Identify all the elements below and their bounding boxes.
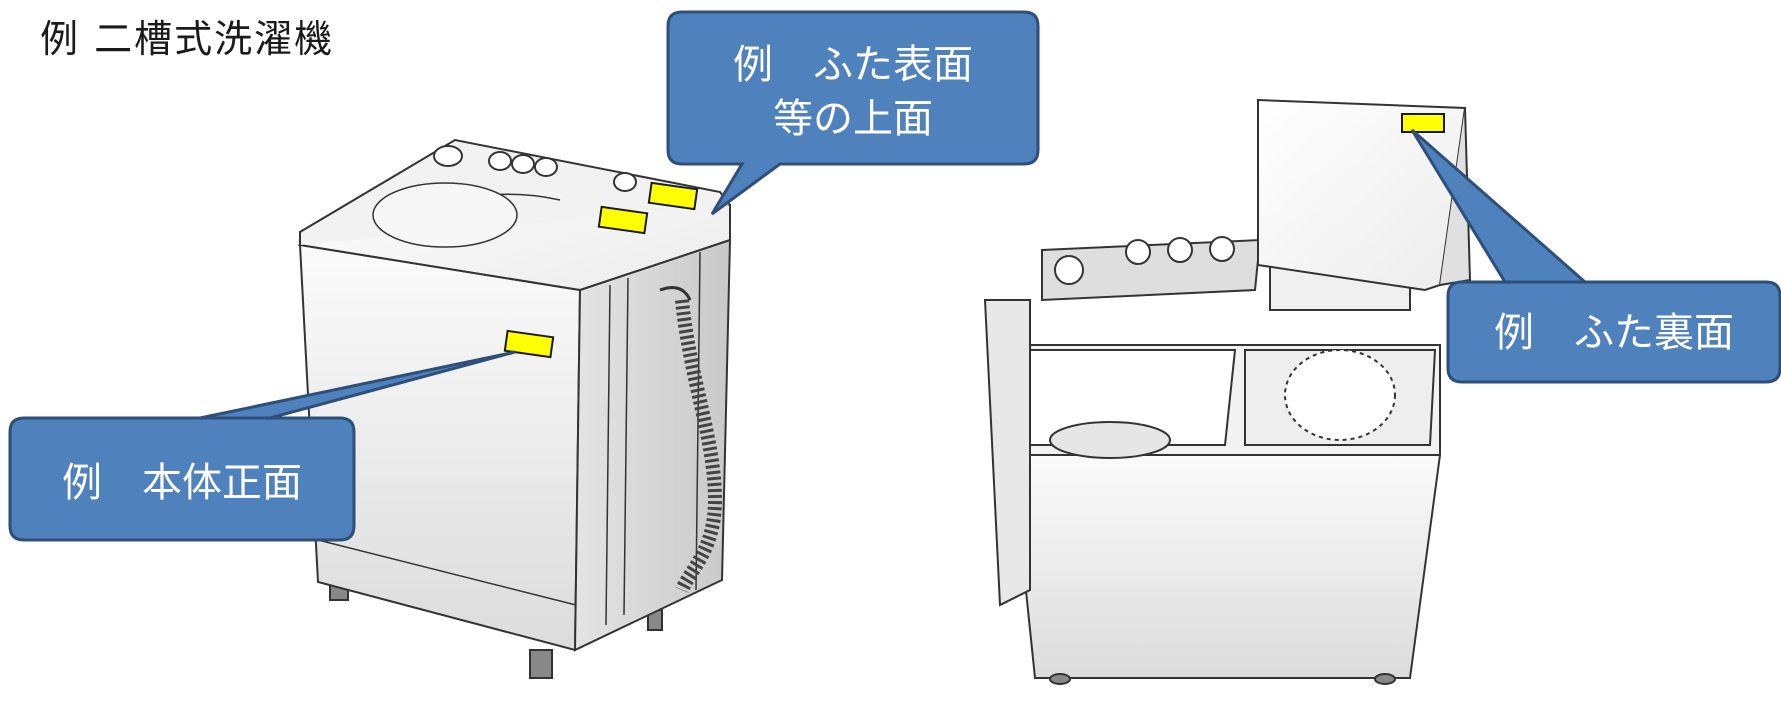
spin-basket: [1284, 349, 1396, 441]
knob: [433, 145, 463, 167]
washer-open: [983, 98, 1472, 685]
callout-lid-top-line1: 例 ふた表面: [733, 42, 973, 88]
callout-lid-back-text: 例 ふた裏面: [1494, 310, 1734, 356]
knob: [1125, 239, 1151, 265]
washer-open-body: [1010, 454, 1442, 679]
sticker-body-front: [503, 329, 555, 359]
knob: [488, 151, 512, 171]
callout-body-front-text: 例 本体正面: [62, 460, 302, 506]
callout-lid-top: 例 ふた表面 等の上面: [666, 10, 1040, 216]
raised-lid: [1257, 98, 1467, 292]
knob: [613, 172, 637, 192]
knob: [511, 154, 535, 174]
knob: [1054, 255, 1084, 285]
knob: [534, 157, 558, 177]
sticker-lid-top-2: [597, 205, 649, 235]
knob: [1209, 236, 1235, 262]
sticker-lid-top-1: [647, 181, 699, 211]
callout-lid-top-line2: 等の上面: [773, 96, 933, 142]
drain-hose: [675, 299, 723, 593]
sticker-markers-left: [503, 181, 699, 359]
sticker-lid-back: [1401, 113, 1445, 133]
washer-leg: [529, 649, 553, 679]
callout-body-front: 例 本体正面: [8, 350, 516, 542]
side-lid-left: [983, 299, 1031, 607]
page-title: 例 二槽式洗濯機: [40, 17, 335, 61]
washer-side-panel: [573, 238, 732, 652]
callout-lid-back: 例 ふた裏面: [1410, 128, 1781, 384]
washer-closed: [297, 138, 732, 679]
knob: [1167, 237, 1193, 263]
